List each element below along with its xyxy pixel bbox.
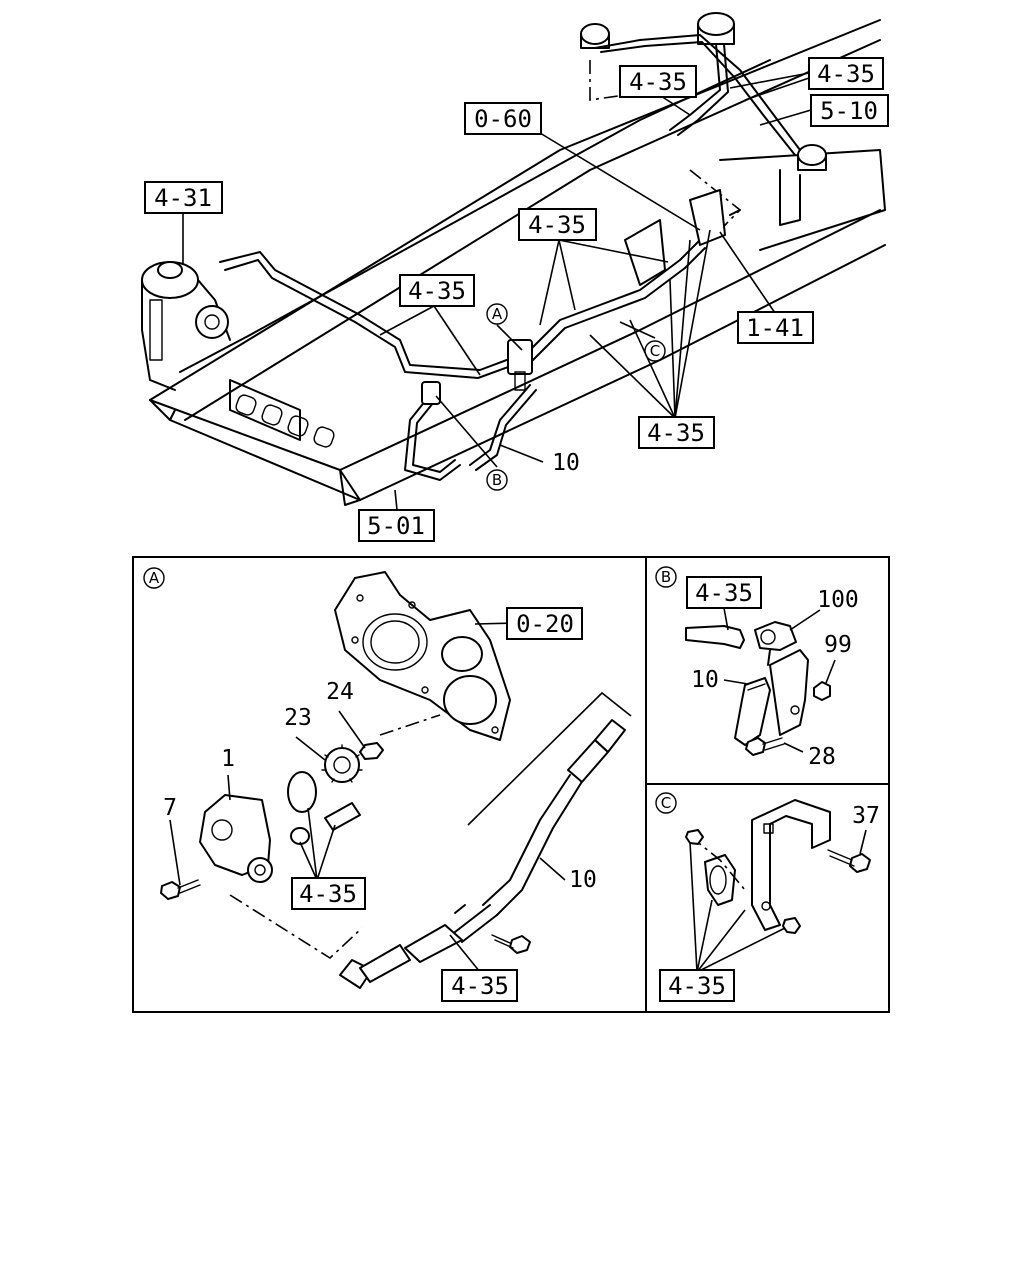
hose-assembly-a xyxy=(339,719,626,989)
part-number-37: 37 xyxy=(852,803,880,829)
part-number-100: 100 xyxy=(817,587,859,613)
label-4-35-top-a-text: 4-35 xyxy=(629,68,687,96)
detail-view-c: C xyxy=(655,792,871,973)
drive-gear xyxy=(321,744,363,783)
chassis-overview xyxy=(141,12,886,506)
detail-view-b: B xyxy=(655,566,836,756)
bracket-c xyxy=(751,799,831,931)
gasket-plate xyxy=(334,571,511,741)
clip-c xyxy=(704,854,736,906)
bracket-b xyxy=(769,649,809,736)
label-4-35-left: 4-35 xyxy=(399,274,475,307)
view-callout-a-top: A xyxy=(486,303,508,325)
label-5-01: 5-01 xyxy=(358,509,435,542)
label-4-35-panel-a-left: 4-35 xyxy=(291,877,366,910)
steering-pump xyxy=(141,261,231,391)
part-number-10-a: 10 xyxy=(569,867,597,893)
pump-body xyxy=(199,794,273,883)
bolt-7 xyxy=(160,879,201,900)
part-number-10-b: 10 xyxy=(691,667,719,693)
label-4-35-panel-b: 4-35 xyxy=(686,576,762,609)
part-number-24: 24 xyxy=(326,679,354,705)
nut-c-base xyxy=(782,917,801,934)
label-0-60-text: 0-60 xyxy=(474,105,532,133)
label-4-35-panel-c: 4-35 xyxy=(659,969,735,1002)
label-4-35-panel-a-bottom: 4-35 xyxy=(441,969,518,1002)
label-1-41-text: 1-41 xyxy=(746,314,804,342)
view-callout-b-top: B xyxy=(486,469,508,491)
label-4-31-text: 4-31 xyxy=(154,184,212,212)
view-callout-c: C xyxy=(655,792,677,814)
label-4-35-panel-a-bottom-text: 4-35 xyxy=(451,972,509,1000)
part-number-1: 1 xyxy=(221,746,235,772)
label-4-35-left-text: 4-35 xyxy=(408,277,466,305)
label-0-60: 0-60 xyxy=(464,102,542,135)
label-1-41: 1-41 xyxy=(737,311,814,344)
label-4-35-panel-a-left-text: 4-35 xyxy=(299,880,357,908)
nut-24 xyxy=(359,742,384,760)
label-5-10-text: 5-10 xyxy=(820,97,878,125)
bolt-c-top xyxy=(685,829,704,845)
detail-view-a: A xyxy=(143,567,632,989)
label-4-35-mid-text: 4-35 xyxy=(528,211,586,239)
label-5-01-text: 5-01 xyxy=(367,512,425,540)
part-number-99: 99 xyxy=(824,632,852,658)
hose-bolt xyxy=(491,934,531,954)
label-0-20: 0-20 xyxy=(506,607,583,640)
label-4-35-top-b: 4-35 xyxy=(808,57,884,90)
svg-text:C: C xyxy=(650,342,660,360)
dowel-pin xyxy=(324,802,361,831)
label-4-35-low: 4-35 xyxy=(638,416,715,449)
label-4-35-top-a: 4-35 xyxy=(619,65,697,98)
part-number-28: 28 xyxy=(808,744,836,770)
seal-disc xyxy=(287,771,317,813)
view-callout-c-top: C xyxy=(644,340,666,362)
svg-text:A: A xyxy=(149,569,160,587)
label-4-35-low-text: 4-35 xyxy=(647,419,705,447)
label-4-35-panel-b-text: 4-35 xyxy=(695,579,753,607)
nut-99 xyxy=(813,681,831,701)
svg-text:B: B xyxy=(492,471,502,489)
svg-text:C: C xyxy=(661,794,671,812)
o-ring xyxy=(290,827,310,845)
detail-panels-frame xyxy=(132,556,890,1013)
fitting-100 xyxy=(754,621,797,666)
label-4-35-top-b-text: 4-35 xyxy=(817,60,875,88)
part-number-23: 23 xyxy=(284,705,312,731)
bolt-37 xyxy=(827,849,871,873)
part-number-10-top: 10 xyxy=(552,450,580,476)
top-leaders xyxy=(182,72,812,511)
label-4-35-panel-c-text: 4-35 xyxy=(668,972,726,1000)
view-callout-b: B xyxy=(655,566,677,588)
label-5-10: 5-10 xyxy=(810,94,889,127)
label-4-35-mid: 4-35 xyxy=(518,208,597,241)
hose-end-b xyxy=(685,625,745,649)
svg-text:B: B xyxy=(661,568,671,586)
label-0-20-text: 0-20 xyxy=(516,610,574,638)
svg-text:A: A xyxy=(492,305,503,323)
label-4-31: 4-31 xyxy=(144,181,223,214)
bolt-28 xyxy=(745,737,785,756)
view-callout-a: A xyxy=(143,567,165,589)
part-number-7: 7 xyxy=(163,795,177,821)
